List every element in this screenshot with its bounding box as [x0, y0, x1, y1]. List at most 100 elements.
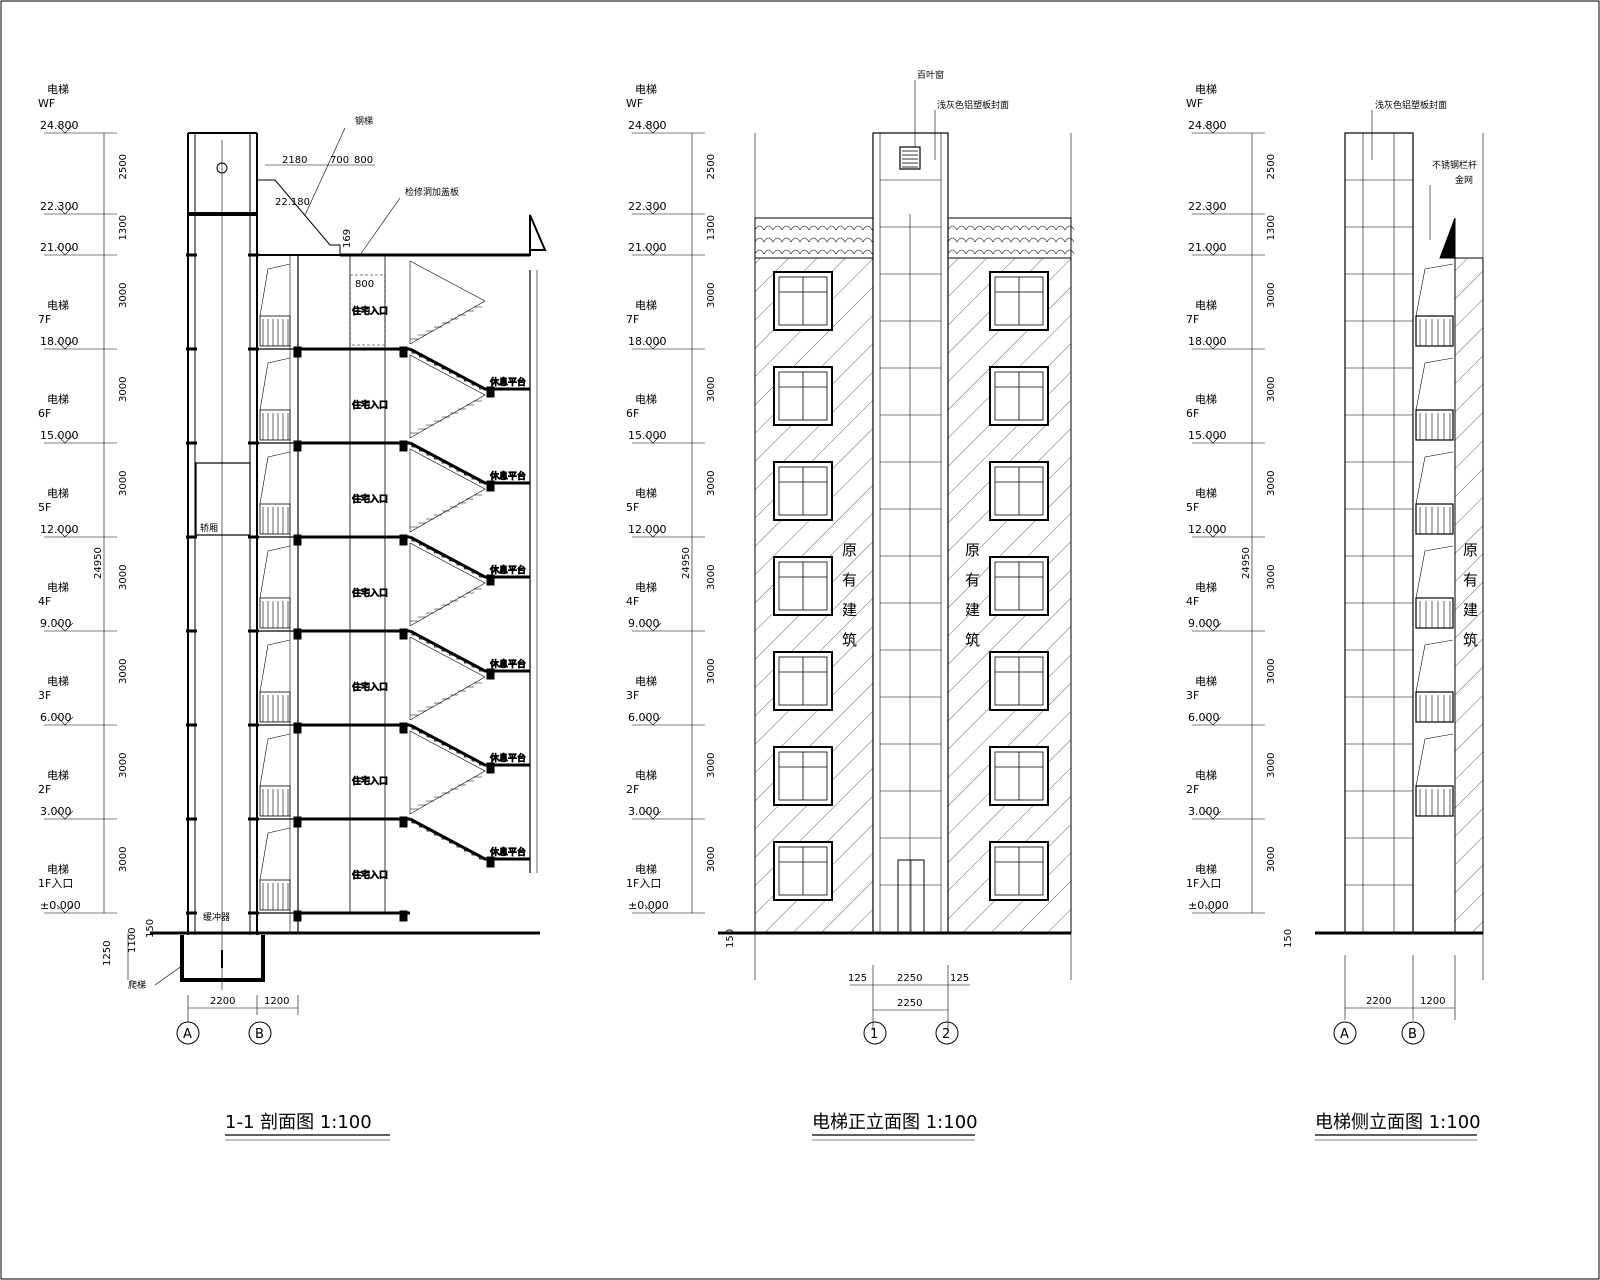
level-scale-side: 24.800电梯WF22.30021.00018.000电梯7F15.000电梯…: [1186, 83, 1277, 914]
level-elevation-5: 12.000: [40, 523, 79, 536]
level-name-3-0: 电梯: [47, 299, 69, 312]
level-elevation-9: ±0.000: [628, 899, 669, 912]
total-height-dim: 24950: [1241, 547, 1252, 579]
entry-label-3: 住宅入口: [352, 587, 388, 599]
dim-700: 700: [330, 155, 349, 166]
dim-1200-side: 1200: [1420, 996, 1445, 1007]
level-name-9-0: 电梯: [47, 863, 69, 876]
side-balcony-4: [1415, 691, 1454, 723]
axis-bubble-2: 2: [942, 1027, 950, 1042]
dim-2250-total: 2250: [897, 998, 922, 1009]
level-name-7-0: 电梯: [1195, 675, 1217, 688]
level-elevation-0: 24.800: [1188, 119, 1227, 132]
level-name-8-0: 电梯: [47, 769, 69, 782]
level-name-3-0: 电梯: [1195, 299, 1217, 312]
level-name-4-0: 电梯: [1195, 393, 1217, 406]
level-name-8-0: 电梯: [1195, 769, 1217, 782]
storey-dim-1: 1300: [706, 215, 717, 240]
landing-label-3: 休息平台: [490, 658, 526, 670]
note-steel-stair: 钢梯: [355, 115, 373, 127]
total-height-dim: 24950: [681, 547, 692, 579]
level-elevation-6: 9.000: [1188, 617, 1220, 630]
storey-dim-0: 2500: [118, 154, 129, 179]
dim-2200-side: 2200: [1366, 996, 1391, 1007]
level-name-3-0: 电梯: [635, 299, 657, 312]
level-name-0-0: 电梯: [1195, 83, 1217, 96]
level-name-3-1: 7F: [626, 313, 639, 326]
dim-169: 169: [342, 229, 353, 248]
level-elevation-6: 9.000: [40, 617, 72, 630]
storey-dim-4: 3000: [1266, 471, 1277, 496]
existing-building-left-3: 筑: [842, 631, 857, 649]
entry-label-2: 住宅入口: [352, 493, 388, 505]
storey-dim-7: 3000: [706, 753, 717, 778]
level-scale-section: 24.800电梯WF22.30021.00018.000电梯7F15.000电梯…: [38, 83, 129, 914]
view-titles: 1-1 剖面图 1:100 电梯正立面图 1:100 电梯侧立面图 1:100: [225, 1112, 1481, 1141]
storey-dim-8: 3000: [706, 847, 717, 872]
level-name-8-1: 2F: [38, 783, 51, 796]
level-name-0-1: WF: [626, 97, 643, 110]
entry-label-5: 住宅入口: [352, 775, 388, 787]
level-name-7-0: 电梯: [635, 675, 657, 688]
axis-bubble-b-side: B: [1408, 1027, 1417, 1042]
landing-label-0: 休息平台: [490, 376, 526, 388]
storey-dim-2: 3000: [1266, 283, 1277, 308]
dim-125-right: 125: [950, 973, 969, 984]
entry-label-4: 住宅入口: [352, 681, 388, 693]
level-name-9-1: 1F入口: [1186, 877, 1221, 890]
existing-building-left-2: 建: [842, 601, 857, 619]
dim-125-left: 125: [848, 973, 867, 984]
entry-label-6: 住宅入口: [352, 869, 388, 881]
level-name-5-0: 电梯: [635, 487, 657, 500]
level-name-3-1: 7F: [1186, 313, 1199, 326]
storey-dim-6: 3000: [1266, 659, 1277, 684]
dim-22180: 22.180: [275, 197, 310, 208]
existing-building-side-3: 筑: [1463, 631, 1478, 649]
level-name-9-1: 1F入口: [38, 877, 73, 890]
section-annotations: 钢梯 检修洞加盖板 2180 700 800 22.180 169 800 轿厢…: [102, 115, 459, 1045]
note-cladding-side: 浅灰色铝塑板封面: [1375, 99, 1447, 111]
storey-dim-1: 1300: [1266, 215, 1277, 240]
level-name-5-1: 5F: [1186, 501, 1199, 514]
landing-label-1: 休息平台: [490, 470, 526, 482]
dim-150: 150: [145, 919, 156, 938]
level-name-9-0: 电梯: [635, 863, 657, 876]
storey-dim-3: 3000: [1266, 377, 1277, 402]
total-height-dim: 24950: [93, 547, 104, 579]
section-view: 住宅入口休息平台住宅入口休息平台住宅入口休息平台住宅入口休息平台住宅入口休息平台…: [150, 132, 547, 990]
dim-800b: 800: [355, 279, 374, 290]
level-name-4-0: 电梯: [47, 393, 69, 406]
note-pit-ladder: 爬梯: [128, 979, 146, 991]
landing-label-5: 休息平台: [490, 846, 526, 858]
note-louver: 百叶窗: [917, 69, 944, 81]
title-front-elevation: 电梯正立面图 1:100: [812, 1112, 978, 1133]
existing-building-right-2: 建: [965, 601, 980, 619]
axis-bubble-b: B: [255, 1027, 264, 1042]
entry-label-1: 住宅入口: [352, 399, 388, 411]
level-elevation-5: 12.000: [628, 523, 667, 536]
level-name-9-1: 1F入口: [626, 877, 661, 890]
level-name-0-1: WF: [1186, 97, 1203, 110]
level-name-0-0: 电梯: [47, 83, 69, 96]
title-side-elevation: 电梯侧立面图 1:100: [1315, 1112, 1481, 1133]
level-elevation-7: 6.000: [1188, 711, 1220, 724]
storey-dim-6: 3000: [706, 659, 717, 684]
level-name-4-1: 6F: [1186, 407, 1199, 420]
landing-label-4: 休息平台: [490, 752, 526, 764]
level-name-8-1: 2F: [626, 783, 639, 796]
dim-2200: 2200: [210, 996, 235, 1007]
side-balcony-1: [1415, 409, 1454, 441]
storey-dim-2: 3000: [706, 283, 717, 308]
level-elevation-2: 21.000: [40, 241, 79, 254]
level-name-4-1: 6F: [38, 407, 51, 420]
level-name-8-1: 2F: [1186, 783, 1199, 796]
axis-bubble-a-side: A: [1340, 1027, 1349, 1042]
note-access-panel: 检修洞加盖板: [405, 186, 459, 198]
level-name-8-0: 电梯: [635, 769, 657, 782]
level-elevation-2: 21.000: [1188, 241, 1227, 254]
existing-building-left-1: 有: [842, 571, 857, 589]
storey-dim-5: 3000: [1266, 565, 1277, 590]
